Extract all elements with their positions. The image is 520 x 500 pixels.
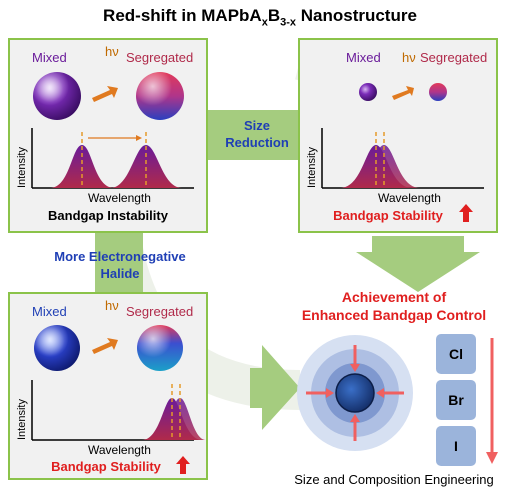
- mixed-sphere: [359, 83, 377, 101]
- panel-mixed-small: Mixed hν Segregated Intensity Wavelength…: [298, 38, 498, 233]
- result-heading: Achievement of Enhanced Bandgap Control: [301, 289, 487, 323]
- light-arrow-icon: [92, 86, 118, 102]
- caption: Bandgap Stability: [51, 459, 162, 474]
- halide-label: More Electronegative Halide: [54, 249, 186, 281]
- panel-halide: Mixed hν Segregated Intensity Wavelength…: [8, 292, 208, 480]
- size-reduction-arrow: [200, 110, 310, 160]
- right-arrow: [250, 345, 300, 430]
- x-axis-label: Wavelength: [88, 443, 151, 457]
- up-arrow-icon: [459, 204, 473, 222]
- y-axis-label: Intensity: [306, 147, 318, 188]
- light-arrow-icon: [92, 338, 118, 354]
- halide-cl-box: [436, 334, 476, 374]
- peak-segregated: [110, 145, 182, 188]
- peak-mixed: [50, 145, 114, 188]
- page-title: Red-shift in MAPbAxB3-x Nanostructure: [103, 6, 417, 29]
- size-reduction-label: Size Reduction: [225, 118, 289, 150]
- halide-arrow: [95, 232, 143, 292]
- up-arrow-icon: [176, 456, 190, 474]
- halide-i: I: [454, 438, 458, 454]
- y-axis-label: Intensity: [16, 399, 28, 440]
- core-particle: [335, 373, 375, 413]
- halide-br: Br: [448, 392, 464, 408]
- peak-segregated: [348, 145, 420, 188]
- result-footer: Size and Composition Engineering: [294, 472, 494, 487]
- caption: Bandgap Instability: [48, 208, 169, 223]
- halide-cl: Cl: [449, 346, 463, 362]
- x-axis-label: Wavelength: [378, 191, 441, 205]
- y-axis-label: Intensity: [16, 147, 28, 188]
- hv-label: hν: [105, 298, 119, 313]
- down-arrow: [356, 236, 480, 292]
- panel-mixed-large: Mixed hν Segregated Intensity Wavelength…: [8, 38, 208, 233]
- segregated-label: Segregated: [126, 50, 193, 65]
- mixed-label: Mixed: [32, 50, 67, 65]
- caption: Bandgap Stability: [333, 208, 444, 223]
- halide-i-box: [436, 426, 476, 466]
- segregated-label: Segregated: [126, 304, 193, 319]
- halide-br-box: [436, 380, 476, 420]
- hv-label: hν: [402, 50, 416, 65]
- compression-arrows: [306, 345, 404, 441]
- mixed-label: Mixed: [346, 50, 381, 65]
- light-arrow-icon: [392, 86, 414, 100]
- mixed-label: Mixed: [32, 304, 67, 319]
- x-axis-label: Wavelength: [88, 191, 151, 205]
- segregated-label: Segregated: [420, 50, 487, 65]
- segregated-sphere: [429, 83, 447, 101]
- peak-segregated: [150, 398, 206, 440]
- hv-label: hν: [105, 44, 119, 59]
